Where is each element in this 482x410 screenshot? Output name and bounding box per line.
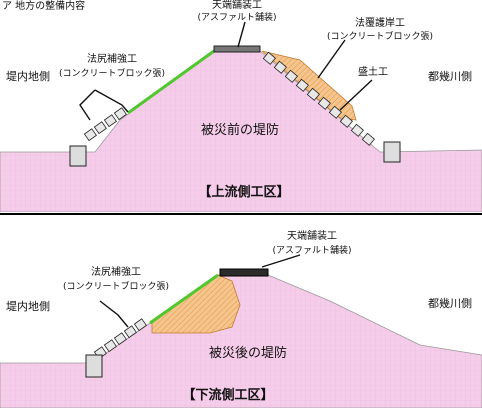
- crest-sublabel: (アスファルト舗装): [272, 244, 351, 256]
- inland-blocks: [83, 107, 127, 142]
- header-fragment: ア 地方の整備内容: [2, 0, 85, 12]
- inland-foundation: [85, 354, 103, 378]
- toe-sublabel: (コンクリートブロック張): [63, 280, 169, 292]
- downstream-panel: 天端舗装工 (アスファルト舗装) 法尻補強工 (コンクリートブロック張) 堤内地…: [0, 213, 482, 410]
- revetment-sublabel: (コンクリートブロック張): [327, 30, 433, 42]
- river-side-label: 都幾川側: [428, 297, 472, 310]
- levee-label: 被災後の堤防: [209, 345, 287, 361]
- levee-label: 被災前の堤防: [201, 122, 279, 138]
- leader-lines: [99, 254, 301, 328]
- fill-label: 盛土工: [358, 65, 388, 78]
- section-title: 【下流側工区】: [182, 387, 273, 403]
- toe-reinforcement-line: [127, 49, 215, 115]
- inland-side-label: 堤内地側: [6, 299, 50, 313]
- toe-label: 法尻補強工: [87, 52, 137, 65]
- leader-lines: [79, 21, 373, 121]
- river-blocks: [262, 51, 375, 146]
- crest-pavement: [219, 268, 269, 277]
- revetment-label: 法覆護岸工: [355, 16, 405, 29]
- upstream-diagram: ア 地方の整備内容 天端舗装工 (アスファルト舗装) 法覆護岸工 (: [0, 0, 482, 212]
- downstream-diagram: 天端舗装工 (アスファルト舗装) 法尻補強工 (コンクリートブロック張) 堤内地…: [0, 229, 482, 408]
- crest-pavement: [213, 45, 261, 53]
- river-side-label: 都幾川側: [428, 70, 472, 83]
- upstream-panel: ア 地方の整備内容 天端舗装工 (アスファルト舗装) 法覆護岸工 (: [0, 0, 482, 212]
- river-foundation: [383, 141, 401, 163]
- section-title: 【上流側工区】: [198, 184, 289, 200]
- crest-label: 天端舗装工: [212, 0, 262, 11]
- crest-label: 天端舗装工: [287, 229, 337, 242]
- toe-reinforcement-line: [149, 273, 219, 325]
- inland-side-label: 堤内地側: [6, 69, 50, 83]
- toe-sublabel: (コンクリートブロック張): [59, 67, 165, 79]
- toe-label: 法尻補強工: [91, 265, 141, 278]
- inland-foundation: [69, 145, 87, 167]
- crest-sublabel: (アスファルト舗装): [197, 11, 276, 23]
